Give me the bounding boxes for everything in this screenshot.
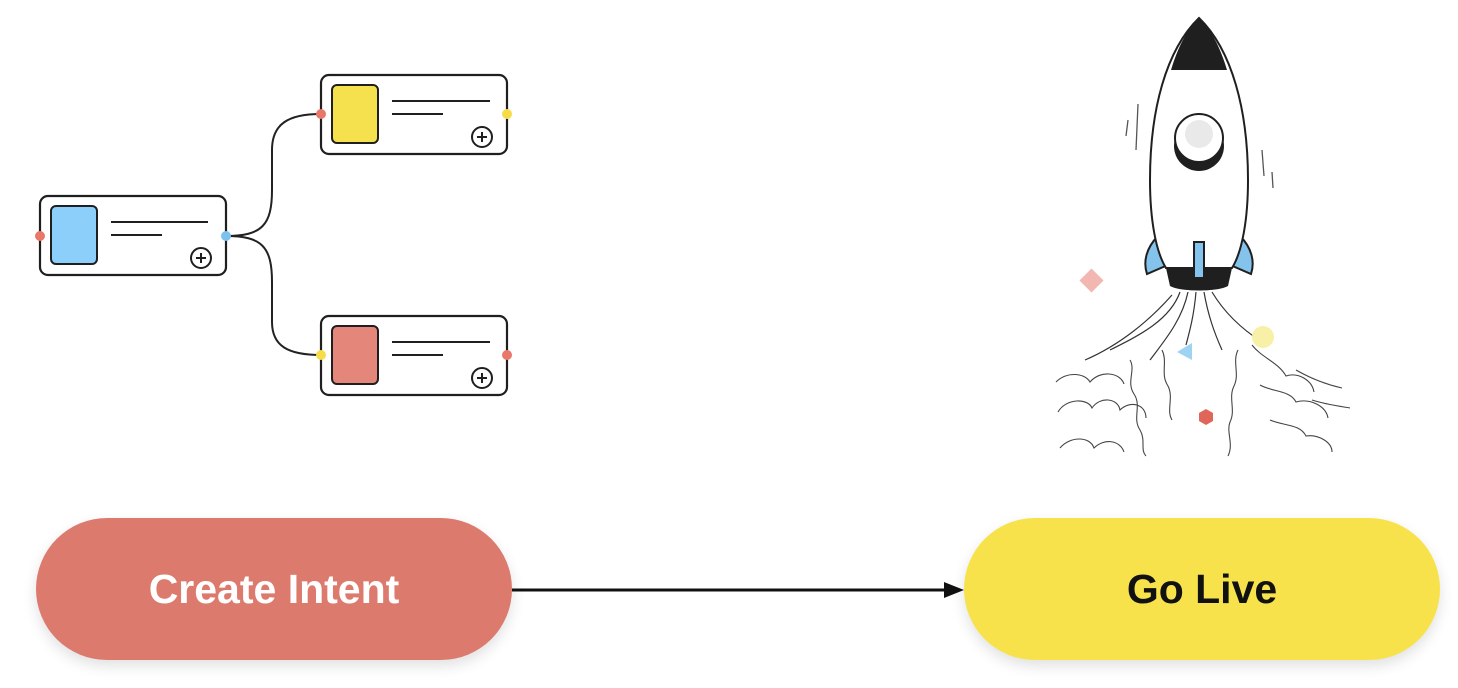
smoke-clouds — [1055, 344, 1351, 457]
port-dot — [316, 109, 326, 119]
rocket-body — [1144, 16, 1254, 291]
workflow-tree-illustration — [35, 73, 512, 397]
node-thumbnail — [50, 205, 98, 265]
create-intent-label: Create Intent — [148, 565, 400, 612]
arrow-right-icon — [512, 582, 964, 598]
confetti-triangle — [1177, 343, 1192, 360]
add-circle-icon — [471, 126, 493, 148]
create-intent-step[interactable]: Create Intent — [36, 518, 512, 660]
confetti-hexagon — [1199, 409, 1213, 425]
go-live-step[interactable]: Go Live — [964, 518, 1440, 660]
exhaust-lines — [1084, 291, 1263, 361]
confetti-circle — [1252, 326, 1274, 348]
add-circle-icon — [190, 247, 212, 269]
workflow-node-top — [316, 73, 512, 156]
port-dot — [221, 231, 231, 241]
connector-bottom — [225, 235, 322, 356]
workflow-node-bottom — [316, 314, 512, 397]
go-live-label: Go Live — [1126, 565, 1278, 612]
rocket-icon — [1055, 16, 1351, 457]
port-dot — [316, 350, 326, 360]
confetti-diamond — [1079, 268, 1104, 293]
add-circle-icon — [471, 367, 493, 389]
node-thumbnail — [331, 84, 379, 144]
port-dot — [502, 109, 512, 119]
port-dot — [35, 231, 45, 241]
motion-lines — [1125, 103, 1274, 189]
workflow-node-root — [35, 194, 231, 277]
port-dot — [502, 350, 512, 360]
connector-top — [225, 113, 322, 237]
node-thumbnail — [331, 325, 379, 385]
